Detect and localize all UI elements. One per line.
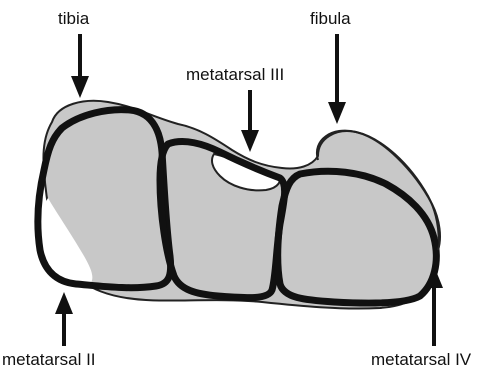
fibula-arrow <box>328 34 346 124</box>
metatarsal-iv-label: metatarsal IV <box>371 351 471 368</box>
tibia-label: tibia <box>58 10 89 27</box>
tibia-arrow <box>71 34 89 98</box>
fibula-label: fibula <box>310 10 351 27</box>
metatarsal-ii-label: metatarsal II <box>2 351 96 368</box>
metatarsal-ii-arrow <box>55 292 73 346</box>
metatarsal-iii-arrow <box>241 90 259 152</box>
tissue-outline <box>43 101 438 309</box>
metatarsal-iii-label: metatarsal III <box>186 66 284 83</box>
